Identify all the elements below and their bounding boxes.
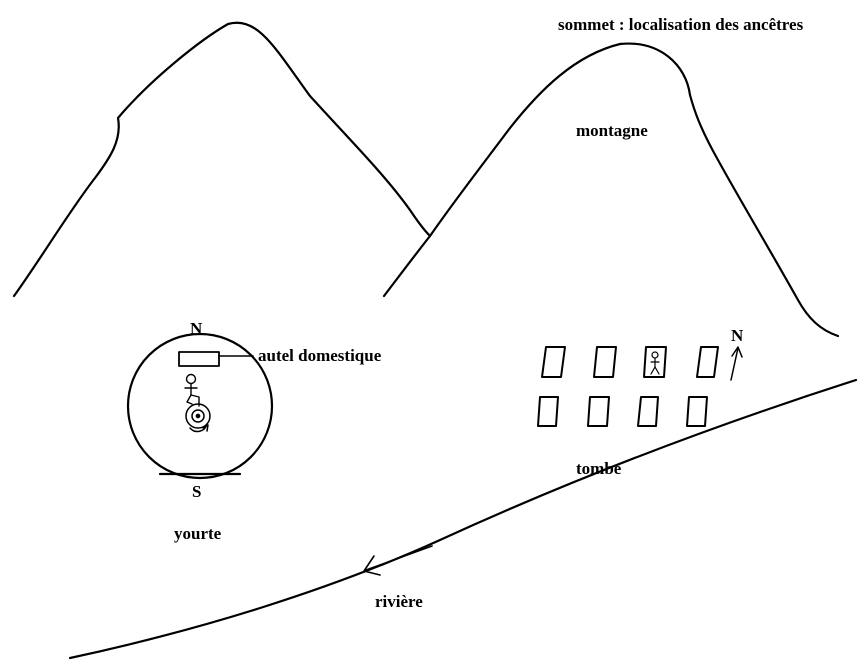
hearth-icon (185, 403, 211, 433)
tomb-grave (537, 396, 559, 427)
seated-figure-icon (184, 373, 200, 407)
tomb-north-label: N (731, 326, 744, 345)
tomb-north-arrow-icon (730, 346, 743, 381)
river-label: rivière (375, 592, 423, 611)
right-mountain (382, 42, 840, 338)
tomb-grave (686, 396, 708, 427)
yurt-south-label: S (192, 482, 201, 501)
buried-figure-icon (650, 351, 660, 375)
altar-label: autel domestique (258, 346, 382, 365)
tomb-grave (643, 346, 667, 378)
river-bank (68, 378, 858, 660)
tomb-grave (696, 346, 719, 378)
tomb-grave (637, 396, 659, 427)
tomb-grave (587, 396, 610, 427)
tomb-row-bottom (537, 396, 708, 427)
tomb-grave (593, 346, 617, 378)
summit-label: sommet : localisation des ancêtres (558, 15, 804, 34)
tomb-label: tombe (576, 459, 622, 478)
yurt-north-label: N (190, 319, 203, 338)
left-mountain (12, 21, 432, 298)
river-flow-arrow (363, 545, 433, 576)
mountain-label: montagne (576, 121, 648, 140)
yurt-label: yourte (174, 524, 222, 543)
altar-rect (178, 351, 220, 367)
yurt-circle (126, 332, 274, 480)
tomb-grave (541, 346, 566, 378)
tomb-row-top (541, 346, 719, 378)
